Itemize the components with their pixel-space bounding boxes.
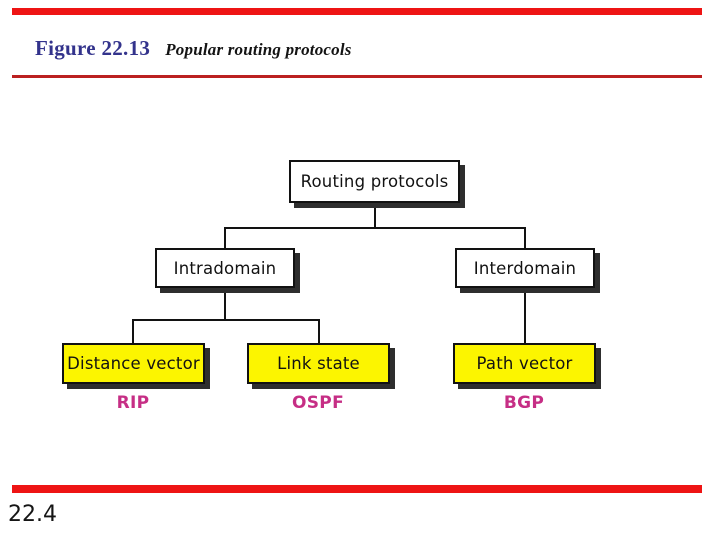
connector-path-vector-up (524, 288, 526, 343)
figure-number: Figure 22.13 (35, 36, 151, 60)
protocol-label-ospf: OSPF (292, 393, 344, 413)
connector-root-down (374, 203, 376, 229)
connector-intradomain-up (224, 227, 226, 248)
node-path-vector: Path vector (453, 343, 596, 384)
node-distance-vector: Distance vector (62, 343, 205, 384)
connector-distance-vector-up (132, 319, 134, 343)
node-interdomain: Interdomain (455, 248, 595, 288)
node-routing-protocols: Routing protocols (289, 160, 460, 203)
node-distance-vector-label: Distance vector (67, 354, 200, 373)
top-red-bar (12, 8, 702, 15)
node-intradomain: Intradomain (155, 248, 295, 288)
protocol-label-rip: RIP (116, 393, 150, 413)
connector-level2-horizontal (132, 319, 320, 321)
connector-intradomain-down (224, 288, 226, 321)
figure-caption: Popular routing protocols (165, 40, 352, 59)
node-intradomain-label: Intradomain (173, 258, 277, 278)
node-link-state-label: Link state (277, 354, 360, 373)
node-routing-protocols-label: Routing protocols (300, 172, 449, 191)
slide-number: 22.4 (8, 502, 57, 527)
bottom-red-bar (12, 485, 702, 493)
connector-interdomain-up (524, 227, 526, 248)
slide-title: Figure 22.13 Popular routing protocols (35, 36, 352, 61)
title-underline-rule (12, 75, 702, 78)
connector-link-state-up (318, 319, 320, 343)
node-path-vector-label: Path vector (476, 354, 573, 373)
node-link-state: Link state (247, 343, 390, 384)
node-interdomain-label: Interdomain (473, 258, 577, 278)
protocol-label-bgp: BGP (503, 393, 545, 413)
connector-level1-horizontal (224, 227, 526, 229)
